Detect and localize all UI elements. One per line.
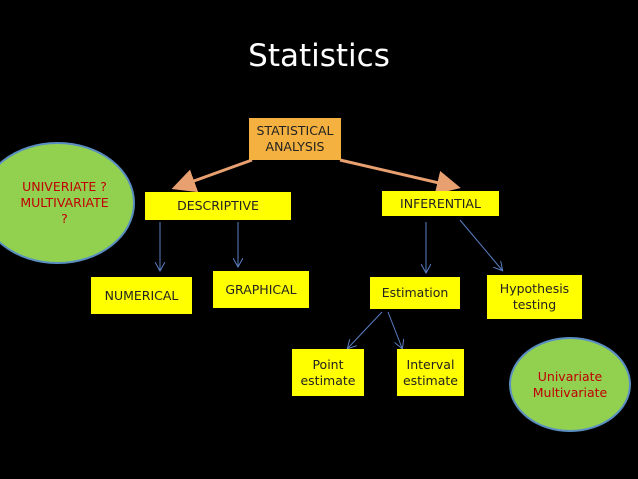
point-estimate-label: Point estimate: [300, 356, 356, 388]
slide-title: Statistics: [248, 38, 390, 74]
arrow-estimation-to-interval: [387, 311, 402, 348]
numerical-label: NUMERICAL: [104, 287, 179, 303]
statistical-analysis-label: STATISTICAL ANALYSIS: [256, 123, 334, 154]
arrow-root-to-inferential: [339, 158, 461, 195]
estimation-label: Estimation: [381, 285, 449, 300]
descriptive-label: DESCRIPTIVE: [177, 198, 259, 213]
statistical-analysis-box: STATISTICAL ANALYSIS: [249, 118, 341, 160]
arrow-estimation-to-point: [348, 311, 383, 348]
numerical-box: NUMERICAL: [91, 277, 192, 314]
descriptive-box: DESCRIPTIVE: [145, 192, 291, 220]
variate-question-label: UNIVERIATE ? MULTIVARIATE ?: [20, 179, 109, 226]
graphical-label: GRAPHICAL: [225, 281, 297, 297]
arrow-inferential-to-hypothesis: [459, 219, 502, 270]
interval-estimate-label: Interval estimate: [402, 356, 458, 388]
univariate-multivariate-circle: Univariate Multivariate: [509, 337, 631, 432]
hypothesis-testing-label: Hypothesis testing: [499, 281, 570, 312]
inferential-box: INFERENTIAL: [382, 191, 499, 216]
inferential-label: INFERENTIAL: [400, 195, 481, 211]
arrow-root-to-descriptive: [171, 158, 253, 193]
estimation-box: Estimation: [370, 277, 460, 309]
interval-estimate-box: Interval estimate: [397, 349, 464, 396]
graphical-box: GRAPHICAL: [213, 271, 309, 308]
hypothesis-testing-box: Hypothesis testing: [487, 275, 582, 319]
univariate-multivariate-label: Univariate Multivariate: [532, 368, 608, 400]
variate-question-circle: UNIVERIATE ? MULTIVARIATE ?: [0, 142, 135, 264]
point-estimate-box: Point estimate: [292, 349, 364, 396]
